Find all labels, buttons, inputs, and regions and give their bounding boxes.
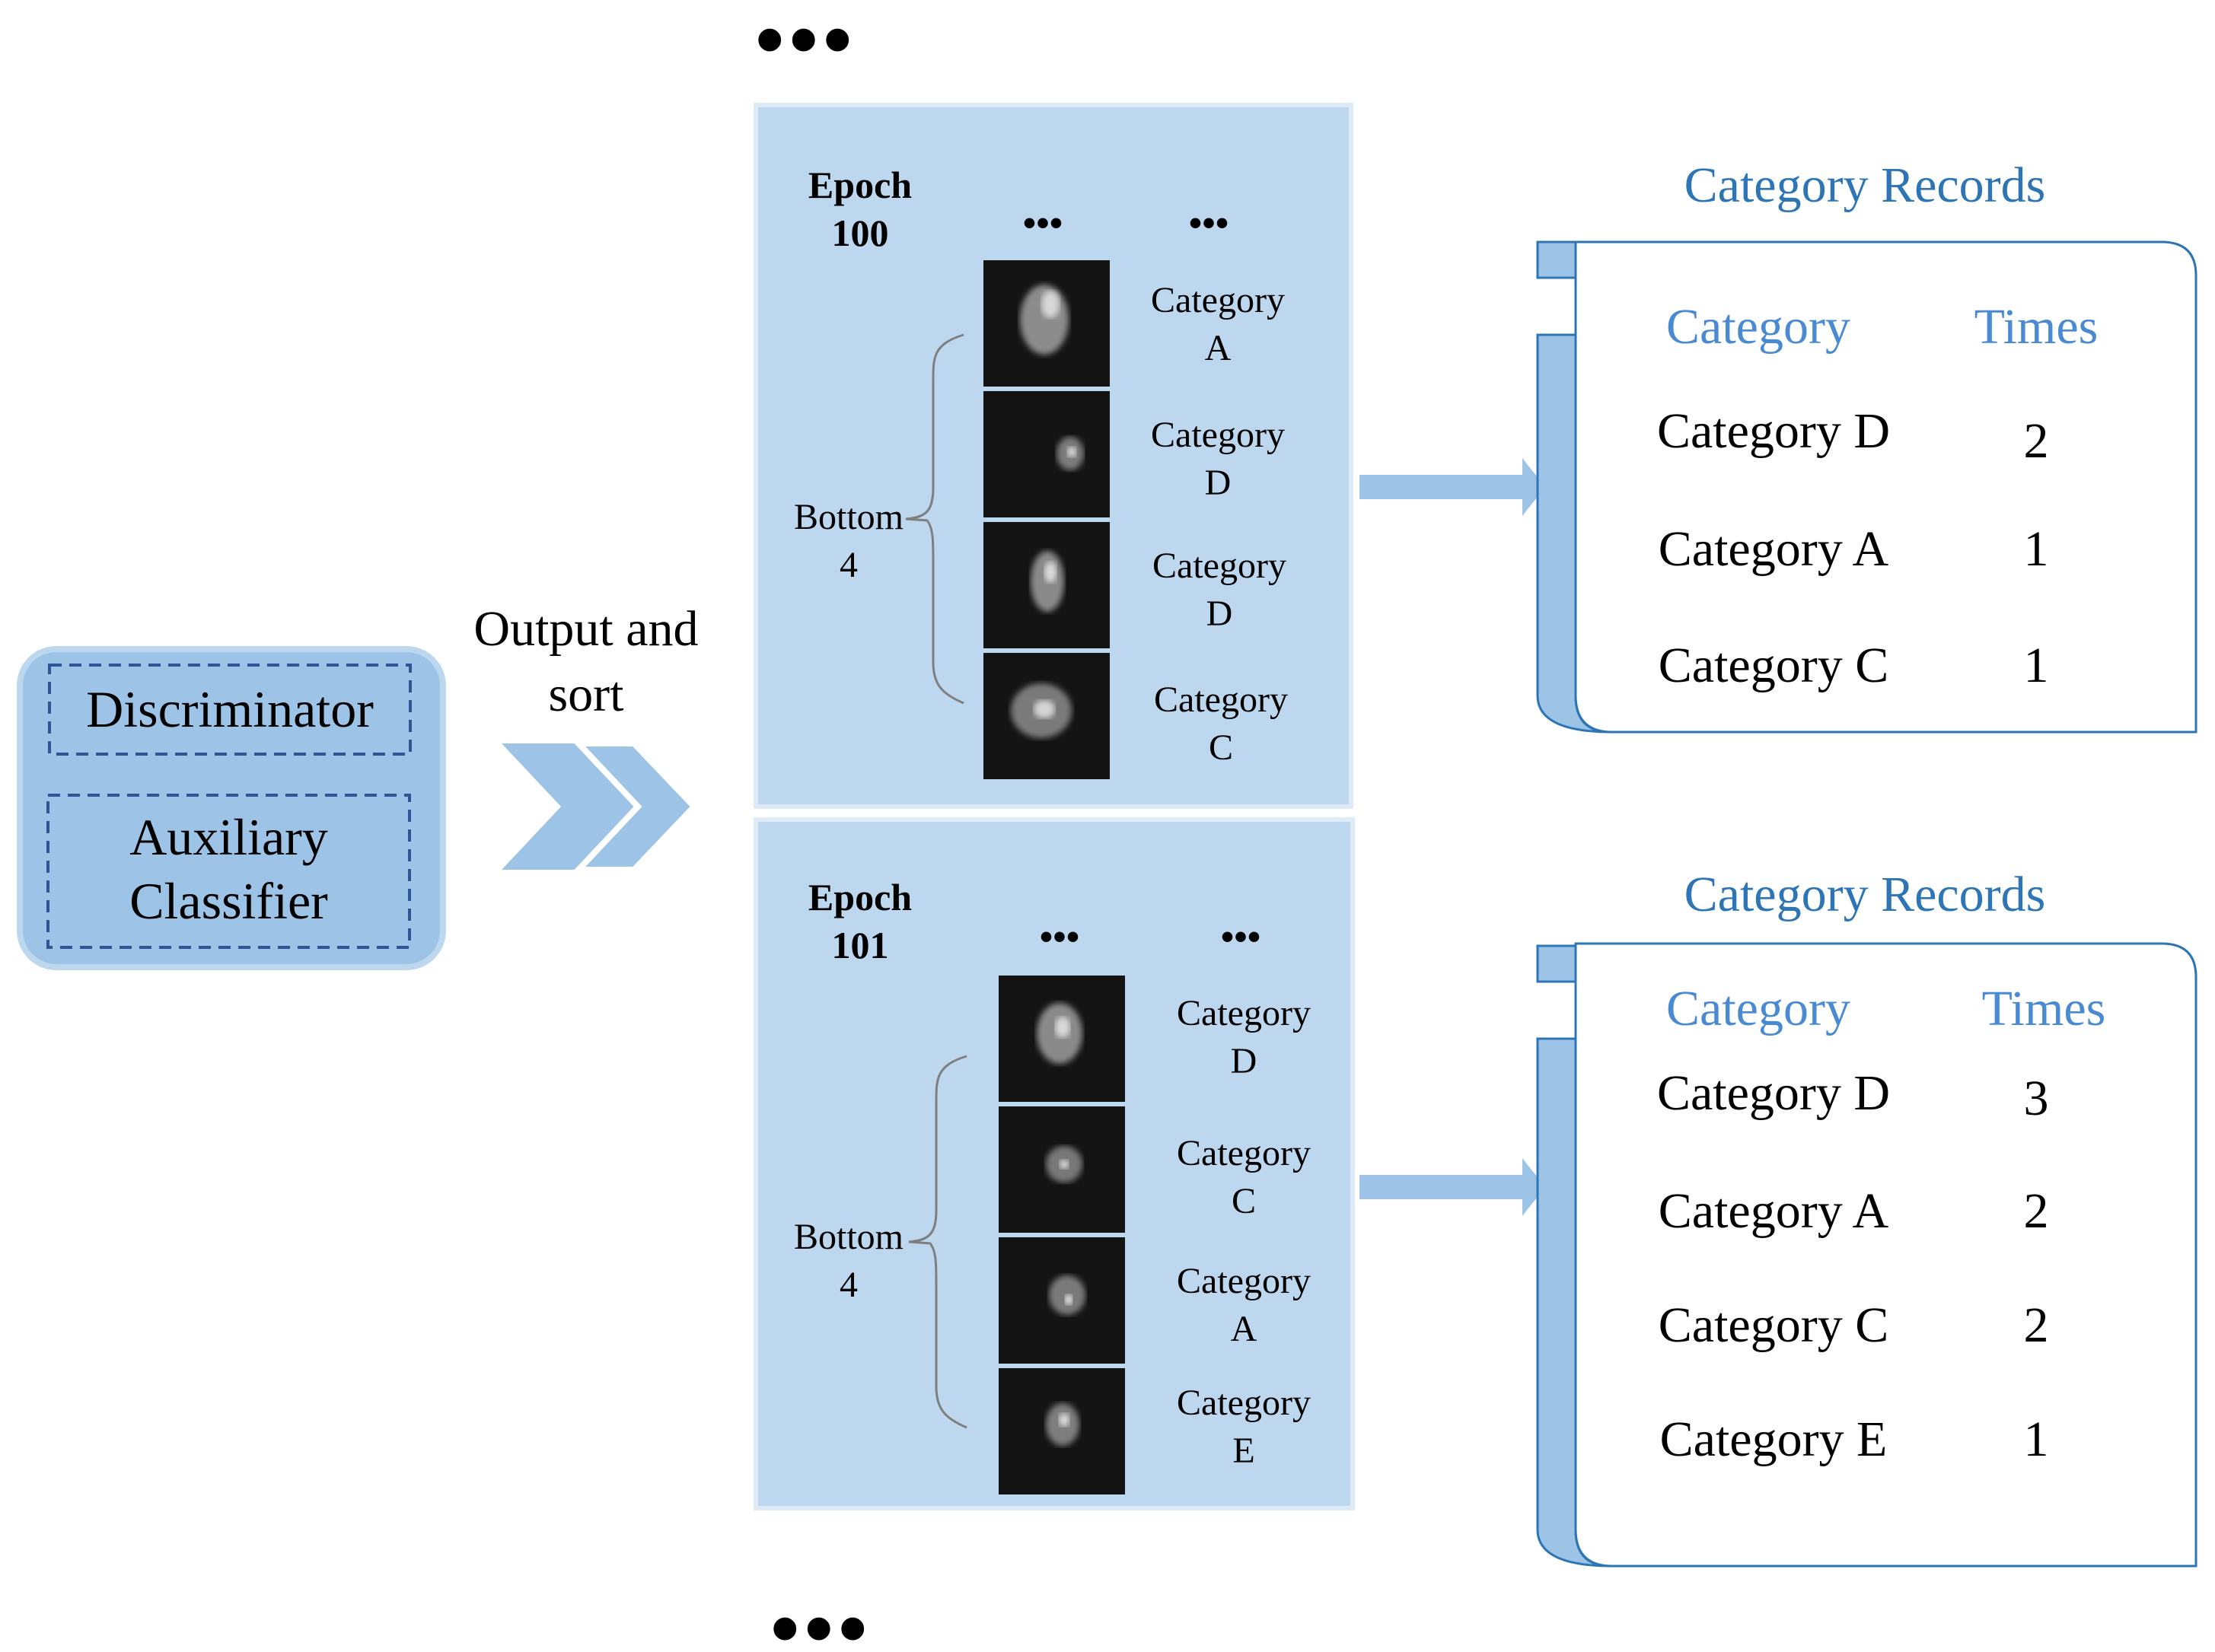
records-row-times: 1 [2023, 521, 2049, 577]
records-title: Category Records [1684, 867, 2046, 922]
records-row-times: 2 [2023, 1297, 2049, 1353]
category-letter: D [1206, 594, 1233, 634]
category-label: Category D [1152, 989, 1335, 1085]
epoch-100-label: Epoch 100 [784, 161, 936, 257]
records-row-category: Category E [1659, 1412, 1888, 1467]
records-row-category: Category D [1656, 403, 1891, 459]
records-row-category: Category D [1656, 1065, 1891, 1121]
records-row-category: Category A [1658, 1183, 1889, 1239]
flow-label-line2: sort [548, 667, 624, 722]
auxiliary-classifier-box [46, 794, 411, 949]
right-arrow-icon [1359, 1158, 1545, 1216]
records-col-category: Category [1666, 299, 1850, 355]
bottom-4-label: Bottom 4 [784, 493, 913, 589]
category-word: Category [1154, 680, 1288, 720]
category-label: Category E [1152, 1379, 1335, 1475]
records-row-times: 3 [2023, 1071, 2049, 1126]
top-ellipsis: ••• [755, 0, 857, 86]
classifier-line: Classifier [129, 872, 328, 930]
auxiliary-classifier-label: Auxiliary Classifier [48, 805, 410, 933]
bottom-label-line1: Bottom [793, 1217, 904, 1257]
epoch-101-label: Epoch 101 [784, 874, 936, 969]
right-arrow-icon [1359, 458, 1545, 516]
category-label: Category C [1152, 1129, 1335, 1225]
category-letter: A [1230, 1309, 1257, 1349]
category-word: Category [1152, 546, 1286, 586]
records-row-category: Category A [1658, 521, 1889, 577]
categories-ellipsis: ••• [1188, 202, 1229, 244]
images-ellipsis: ••• [1039, 915, 1080, 958]
records-col-times: Times [1974, 299, 2099, 355]
category-word: Category [1151, 280, 1285, 320]
records-card-1-shape [1536, 240, 2197, 734]
category-letter: D [1230, 1041, 1257, 1081]
records-row-times: 1 [2023, 1412, 2049, 1467]
category-word: Category [1177, 993, 1311, 1033]
bottom-4-brace [905, 333, 964, 705]
bottom-label-line2: 4 [840, 545, 858, 585]
epoch-label-line1: Epoch [808, 876, 913, 918]
records-card-2-shape [1536, 942, 2197, 1568]
category-letter: D [1204, 463, 1232, 503]
epoch-label-line1: Epoch [808, 164, 913, 206]
bottom-4-brace [908, 1055, 967, 1429]
records-col-times: Times [1981, 981, 2106, 1036]
records-title: Category Records [1684, 158, 2046, 213]
bottom-ellipsis: ••• [770, 1582, 872, 1652]
category-label: Category A [1152, 1257, 1335, 1353]
model-box [17, 646, 446, 970]
records-row-times: 2 [2023, 1183, 2049, 1239]
discriminator-label: Discriminator [86, 680, 374, 738]
records-col-category: Category [1666, 981, 1850, 1036]
bottom-4-label: Bottom 4 [784, 1213, 913, 1309]
images-ellipsis: ••• [1022, 202, 1063, 244]
categories-ellipsis: ••• [1220, 915, 1261, 958]
category-letter: A [1204, 328, 1232, 368]
category-label: Category A [1127, 276, 1309, 372]
records-row-times: 2 [2023, 413, 2049, 469]
discriminator-box [48, 664, 412, 756]
category-letter: E [1232, 1431, 1255, 1471]
records-row-category: Category C [1658, 638, 1889, 693]
records-row-times: 1 [2023, 638, 2049, 693]
auxiliary-line: Auxiliary [129, 808, 328, 866]
sample-image [983, 391, 1110, 517]
output-and-sort-label: Output and sort [449, 597, 723, 727]
category-word: Category [1177, 1261, 1311, 1301]
epoch-label-line2: 101 [831, 924, 889, 966]
category-word: Category [1177, 1383, 1311, 1423]
category-label: Category D [1128, 542, 1311, 638]
category-label: Category C [1130, 676, 1312, 772]
category-letter: C [1208, 727, 1233, 768]
category-label: Category D [1127, 411, 1309, 507]
bottom-label-line1: Bottom [793, 497, 904, 537]
epoch-101-images [999, 976, 1125, 1494]
flow-label-line1: Output and [473, 601, 699, 657]
category-word: Category [1151, 415, 1285, 455]
category-word: Category [1177, 1133, 1311, 1173]
epoch-label-line2: 100 [831, 212, 889, 254]
category-letter: C [1231, 1181, 1256, 1221]
bottom-label-line2: 4 [840, 1265, 858, 1305]
records-row-category: Category C [1658, 1297, 1889, 1353]
chevron-arrow-icon [502, 740, 699, 873]
epoch-100-images [983, 260, 1110, 779]
